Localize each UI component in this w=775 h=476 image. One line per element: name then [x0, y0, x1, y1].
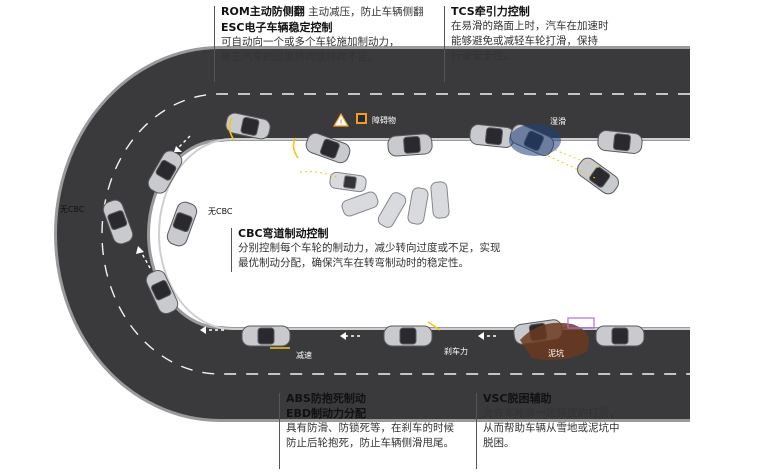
obstacle-box-icon [356, 113, 367, 124]
abs-desc-line-2: 防止后轮抱死，防止车辆侧滑甩尾。 [286, 437, 454, 449]
abs-desc-line-1: 具有防滑、防锁死等，在刹车的时候 [286, 422, 454, 434]
car [597, 130, 643, 154]
car [147, 150, 183, 194]
info-box-vsc: VSC脱困辅助 允许车轮有一定程度的打滑， 从而帮助车辆从雪地或泥坑中 脱困。 [476, 391, 653, 469]
car [383, 325, 433, 347]
cbc-title: CBC弯道制动控制 [238, 227, 329, 240]
car [329, 171, 367, 193]
label-brake-force: 刹车力 [444, 346, 468, 356]
road [54, 46, 691, 422]
direction-arrows [139, 135, 496, 337]
label-no-cbc-right: 无CBC [208, 207, 233, 216]
car [166, 201, 198, 247]
car [595, 325, 645, 347]
info-box-cbc: CBC弯道制动控制 分别控制每个车轮的制动力，减少转向过度或不足，实现 最优制动… [231, 226, 538, 272]
esc-title: ESC电子车辆稳定控制 [221, 21, 333, 34]
cbc-desc-line-2: 最优制动分配，确保汽车在转弯制动时的稳定性。 [238, 257, 469, 269]
car [430, 181, 450, 219]
arrow-heads [136, 146, 484, 340]
car [377, 192, 407, 228]
vsc-desc-line-1: 允许车轮有一定程度的打滑， [483, 407, 620, 419]
label-no-cbc-left: 无CBC [60, 205, 85, 214]
mud-pit [520, 322, 589, 360]
abs-title: ABS防抱死制动 [286, 392, 366, 405]
car [241, 325, 291, 347]
rom-desc-line-2: 修正汽车的过度转向或转向不足。 [221, 51, 379, 63]
info-box-abs-ebd: ABS防抱死制动 EBD制动力分配 具有防滑、防锁死等，在刹车的时候 防止后轮抱… [279, 391, 486, 469]
label-slow-down: 减速 [296, 350, 312, 360]
label-mud-pit: 泥坑 [548, 348, 564, 358]
cars-curve [102, 150, 198, 315]
svg-text:!: ! [340, 119, 343, 127]
tcs-desc-line-3: 行驶安全性。 [451, 50, 514, 62]
warning-triangle-icon: ! [332, 112, 350, 127]
rom-title-desc: 主动减压，防止车辆侧翻 [308, 6, 424, 18]
vsc-desc-line-3: 脱困。 [483, 437, 515, 449]
rom-title: ROM主动防侧翻 [221, 5, 305, 18]
car [102, 199, 134, 245]
car [145, 269, 179, 315]
info-box-tcs: TCS牵引力控制 在易滑的路面上时，汽车在加速时 能够避免或减轻车轮打滑，保持 … [444, 4, 641, 82]
label-obstacle: 障碍物 [372, 115, 396, 125]
tcs-desc-line-1: 在易滑的路面上时，汽车在加速时 [451, 20, 609, 32]
yellow-tracks [299, 149, 601, 179]
cars-crash [329, 171, 450, 228]
car [576, 157, 620, 195]
vsc-title: VSC脱困辅助 [483, 392, 552, 405]
tcs-title: TCS牵引力控制 [451, 5, 530, 18]
car [469, 124, 515, 148]
yellow-arcs [228, 117, 441, 349]
car [407, 187, 429, 225]
car [225, 112, 271, 140]
wet-patch [509, 124, 561, 156]
tcs-desc-line-2: 能够避免或减轻车轮打滑，保持 [451, 35, 598, 47]
car [305, 132, 351, 164]
car [387, 133, 433, 157]
car [341, 191, 379, 217]
info-box-rom-esc: ROM主动防侧翻 主动减压，防止车辆侧翻 ESC电子车辆稳定控制 可自动向一个或… [214, 4, 431, 82]
ebd-title: EBD制动力分配 [286, 407, 367, 420]
label-anti-rollover: 防侧翻 [218, 142, 242, 152]
cbc-desc-line-1: 分别控制每个车轮的制动力，减少转向过度或不足，实现 [238, 242, 501, 254]
rom-desc-line-1: 可自动向一个或多个车轮施加制动力， [221, 36, 400, 48]
vsc-desc-line-2: 从而帮助车辆从雪地或泥坑中 [483, 422, 620, 434]
label-skid: 湿滑 [550, 116, 566, 126]
